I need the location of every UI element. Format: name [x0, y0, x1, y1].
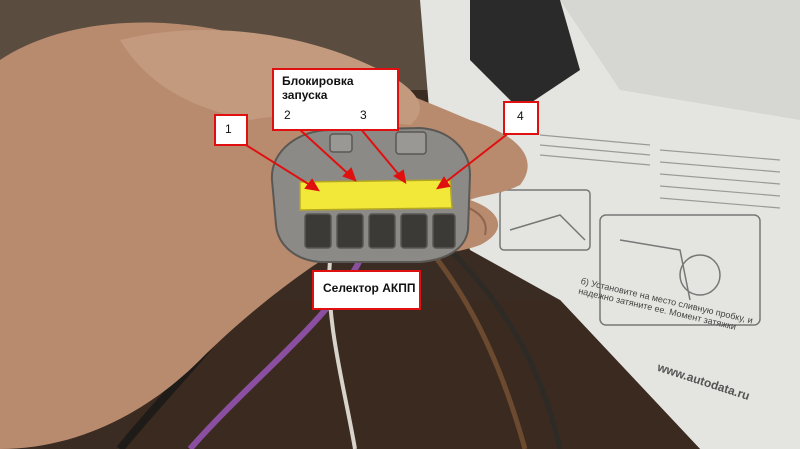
- manual-text-lines: [539, 134, 781, 209]
- pin-4-label: 4: [503, 101, 539, 135]
- arrow-pin1: [237, 139, 319, 191]
- start-block-title: Блокировка запуска: [282, 74, 354, 102]
- manual-paper-shadow: [560, 0, 800, 120]
- arrow-pin3: [359, 127, 406, 183]
- arrow-pin4: [437, 131, 511, 189]
- dark-wire: [448, 248, 563, 449]
- connector-latch: [395, 131, 427, 155]
- arrow-pin4-head: [436, 176, 451, 190]
- connector-cavities: [304, 213, 456, 249]
- selector-label: Селектор АКПП: [312, 270, 421, 310]
- annotation-arrows: [237, 127, 511, 192]
- black-tape: [470, 0, 580, 110]
- pin-3-label: 3: [360, 108, 367, 122]
- manual-diagram: [499, 189, 761, 326]
- arrow-pin2: [297, 127, 356, 181]
- arrow-pin3-head: [393, 169, 407, 184]
- pin-1-label: 1: [214, 114, 248, 146]
- table-surface: [120, 300, 700, 449]
- yellow-pin-lock: [299, 179, 453, 211]
- arrow-pin2-head: [342, 167, 357, 182]
- connector-latch: [329, 133, 353, 153]
- pin-2-label: 2: [284, 108, 291, 122]
- brown-wire: [428, 248, 528, 449]
- start-block-label: Блокировка запуска 2 3: [272, 68, 399, 131]
- arrow-pin1-head: [304, 178, 320, 192]
